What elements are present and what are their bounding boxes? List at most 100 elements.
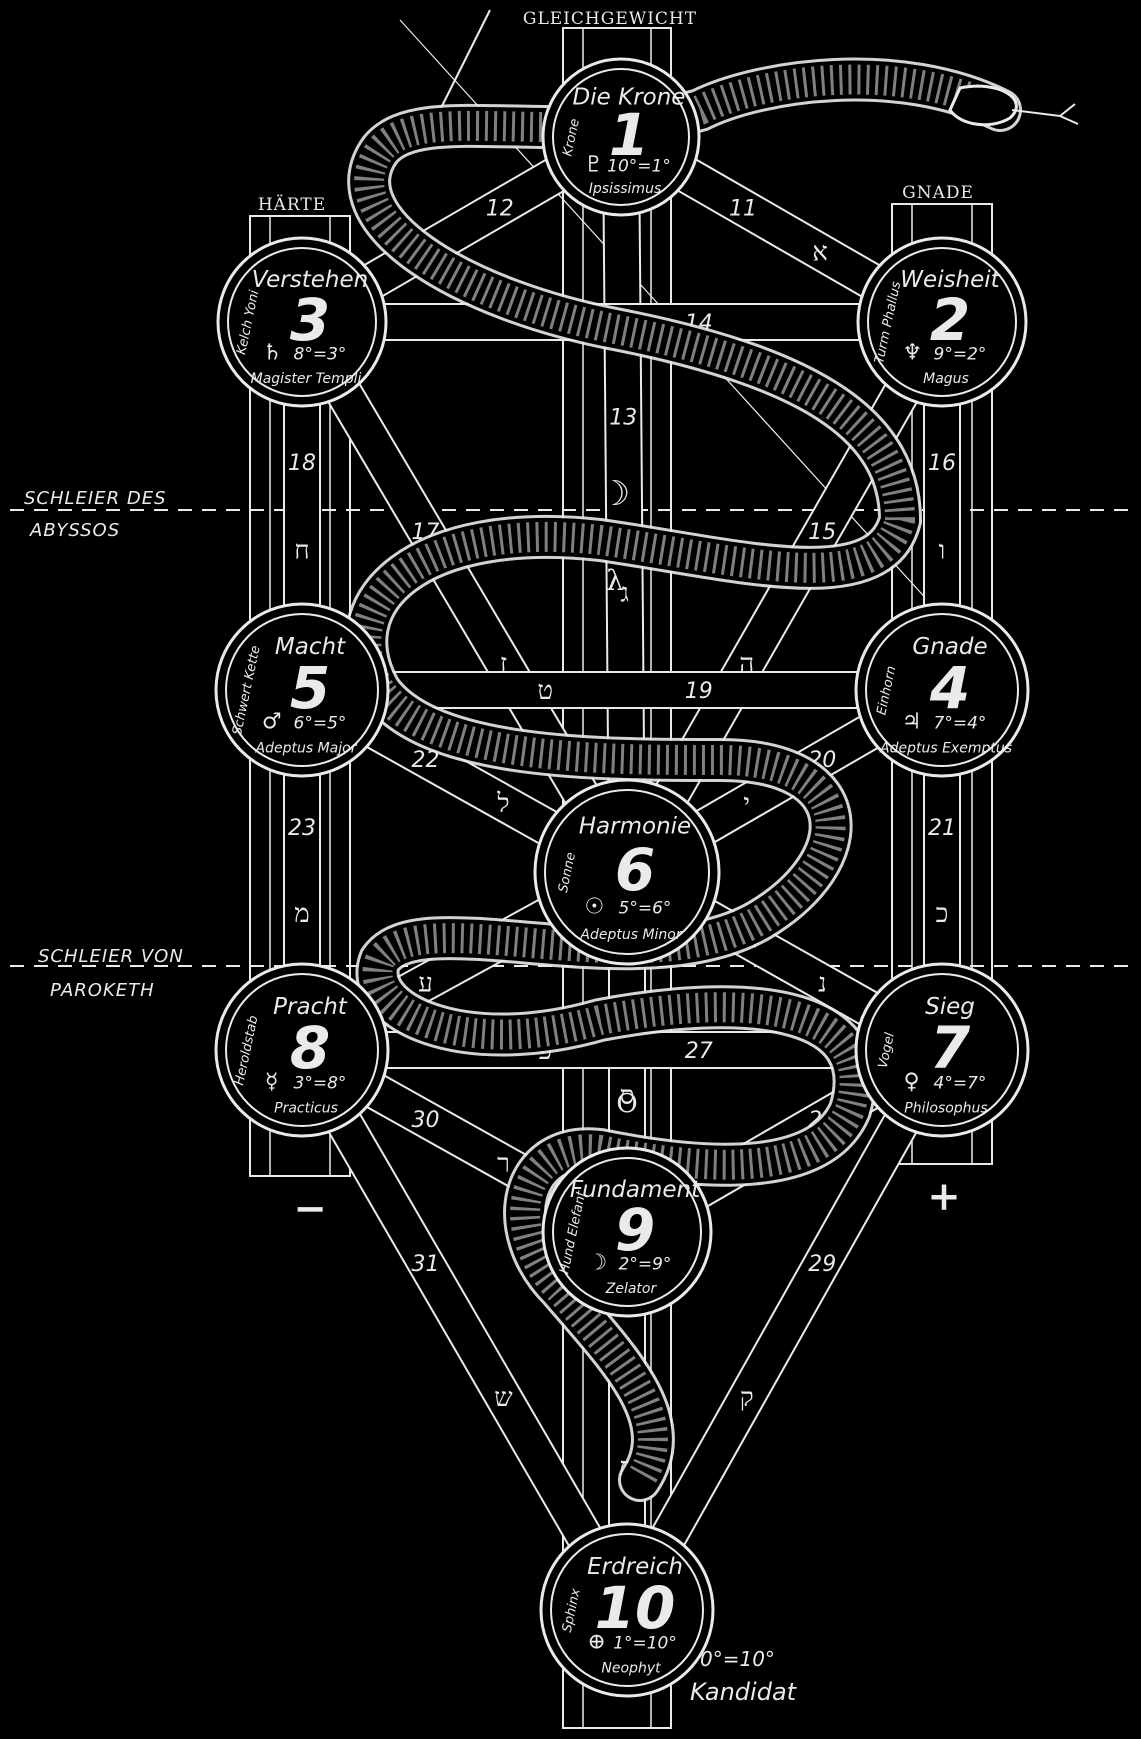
sephirah-grade: 7°=4° <box>934 713 987 733</box>
pillar-label-middle: GLEICHGEWICHT <box>523 9 697 29</box>
sephirah-number: 7 <box>930 1014 971 1082</box>
sephirah-title: Ipsissimus <box>589 181 661 197</box>
path-hebrew-letter: כ <box>936 899 949 929</box>
pillar-label-right: GNADE <box>902 183 974 203</box>
sephirah-grade: 10°=1° <box>607 157 671 177</box>
planet-icon: ♄ <box>262 340 282 365</box>
path-hebrew-letter: מ <box>294 899 309 929</box>
path-hebrew-letter: ע <box>418 968 433 998</box>
path-number: 27 <box>685 1039 713 1064</box>
sephirah-inner-ring <box>225 613 379 767</box>
planet-icon: ♇ <box>584 153 604 178</box>
pillar-sign-left: − <box>293 1185 327 1232</box>
sephirah-number: 8 <box>290 1014 330 1082</box>
sephirah-number: 1 <box>609 101 649 169</box>
path-hebrew-letter: נ <box>818 968 826 998</box>
veil-paroketh-label-2: PAROKETH <box>50 980 155 1001</box>
sephirah-title: Magister Templi <box>251 371 362 387</box>
sephirah-name: Gnade <box>912 634 987 660</box>
veil-abyss-label-1: SCHLEIER DES <box>24 488 167 509</box>
path-number: 13 <box>609 405 637 430</box>
path-hebrew-letter: ק <box>740 1383 754 1413</box>
lambda-symbol: λ <box>606 564 624 597</box>
serpent-head <box>948 84 1079 127</box>
sephirah-name: Verstehen <box>252 267 368 293</box>
sephirah-grade: 1°=10° <box>613 1633 677 1653</box>
sephirah-name: Erdreich <box>587 1554 683 1580</box>
path-hebrew-letter: ס <box>620 1081 635 1111</box>
sephirah-grade: 3°=8° <box>294 1073 347 1093</box>
path-number: 18 <box>288 451 316 476</box>
sephirah-number: 5 <box>290 654 330 722</box>
sephirah-number: 4 <box>929 654 970 722</box>
sephirah-inner-ring <box>550 1533 704 1687</box>
sephirah-title: Adeptus Minor <box>579 927 682 943</box>
labels: GLEICHGEWICHT HÄRTE GNADE − + SCHLEIER D… <box>24 9 974 1706</box>
sephirah-title: Adeptus Major <box>255 740 358 756</box>
path-number: 12 <box>486 196 514 221</box>
serpent-tongue <box>1011 103 1079 125</box>
sephirah-inner-ring <box>227 247 377 397</box>
veil-paroketh-label-1: SCHLEIER VON <box>38 946 184 967</box>
sephirah-title: Neophyt <box>601 1660 661 1676</box>
pillar-label-left: HÄRTE <box>258 194 326 215</box>
sephirah-inner-ring <box>552 68 690 206</box>
sephirah-inner-ring <box>225 973 379 1127</box>
pillar-sign-right: + <box>927 1173 961 1220</box>
serpent <box>344 57 1079 1502</box>
path-25-circle: O <box>616 1089 637 1119</box>
path-number: 30 <box>412 1108 440 1133</box>
sephirah-inner-ring <box>865 973 1019 1127</box>
path-hebrew-letter: ל <box>496 789 509 819</box>
sephirah-name: Die Krone <box>573 85 686 111</box>
sephirah-inner-ring <box>552 1157 702 1307</box>
sephirah-name: Pracht <box>273 994 348 1020</box>
sephirah-grade: 8°=3° <box>294 344 347 364</box>
sephirah-title: Magus <box>923 371 969 387</box>
sephirah-number: 10 <box>595 1574 676 1642</box>
sephirah-name: Weisheit <box>900 267 1000 293</box>
sephirah-name: Fundament <box>570 1177 701 1203</box>
sephirah-title: Philosophus <box>904 1100 987 1116</box>
path-hebrew-letter: ט <box>537 676 553 706</box>
sephirah-inner-ring <box>544 789 710 955</box>
sephirah-grade: 2°=9° <box>619 1254 672 1274</box>
sephirah-name: Harmonie <box>579 813 691 839</box>
serpent-head-shape <box>948 84 1018 127</box>
sephirah-number: 2 <box>930 286 970 354</box>
path-hebrew-letter: ג <box>620 579 629 609</box>
sephirah-grade: 9°=2° <box>934 344 987 364</box>
path-hebrew-letter: ר <box>497 1149 510 1179</box>
sephirah-inner-ring <box>865 613 1019 767</box>
sephirah-grade: 6°=5° <box>294 713 347 733</box>
sephirah-title: Adeptus Exemptus <box>879 740 1012 756</box>
path-number: 31 <box>412 1252 440 1277</box>
sephiroth: Die Krone1♇10°=1°IpsissimusKroneWeisheit… <box>214 57 1030 1698</box>
path-number: 29 <box>808 1252 836 1277</box>
stroke-top <box>439 9 491 111</box>
path-hebrew-letter: ו <box>939 536 946 566</box>
path-number: 11 <box>729 196 757 221</box>
veil-abyss-label-2: ABYSSOS <box>29 520 120 541</box>
path-hebrew-letter: ש <box>494 1383 513 1413</box>
path-number: 19 <box>685 679 713 704</box>
planet-icon: ⊕ <box>587 1629 605 1654</box>
moon-symbol: ☽ <box>600 474 630 514</box>
planet-icon: ♆ <box>902 340 922 365</box>
sephirah-number: 9 <box>615 1196 655 1264</box>
path-hebrew-letter: י <box>743 789 750 819</box>
sephirah-title: Practicus <box>274 1100 338 1116</box>
planet-icon: ☉ <box>584 894 604 919</box>
serpent-body-fill <box>347 60 1019 1499</box>
